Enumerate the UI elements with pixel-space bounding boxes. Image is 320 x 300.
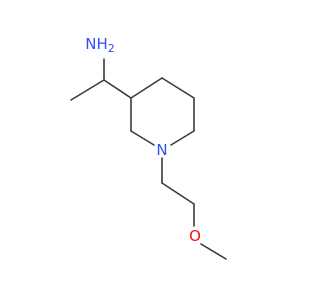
bond-oxygen-to-methyl	[200, 243, 227, 260]
ether-oxygen-label: O	[189, 227, 201, 245]
bond-ch2-to-ch2	[161, 182, 195, 205]
molecule-diagram: NH2 N O	[70, 35, 227, 260]
amine-group-label: NH2	[85, 35, 115, 55]
bond-ring-n1-c2	[130, 130, 155, 146]
bond-ch-to-ring-c3	[103, 79, 132, 99]
bond-ring-c6-n1	[170, 130, 195, 146]
bond-ring-c4-c5	[161, 77, 195, 99]
bond-group	[70, 58, 227, 260]
bond-methyl-to-ch	[70, 79, 105, 101]
ring-nitrogen-label: N	[156, 141, 167, 159]
bond-ring-c3-c4	[130, 77, 163, 99]
atom-labels: NH2 N O	[85, 35, 201, 245]
